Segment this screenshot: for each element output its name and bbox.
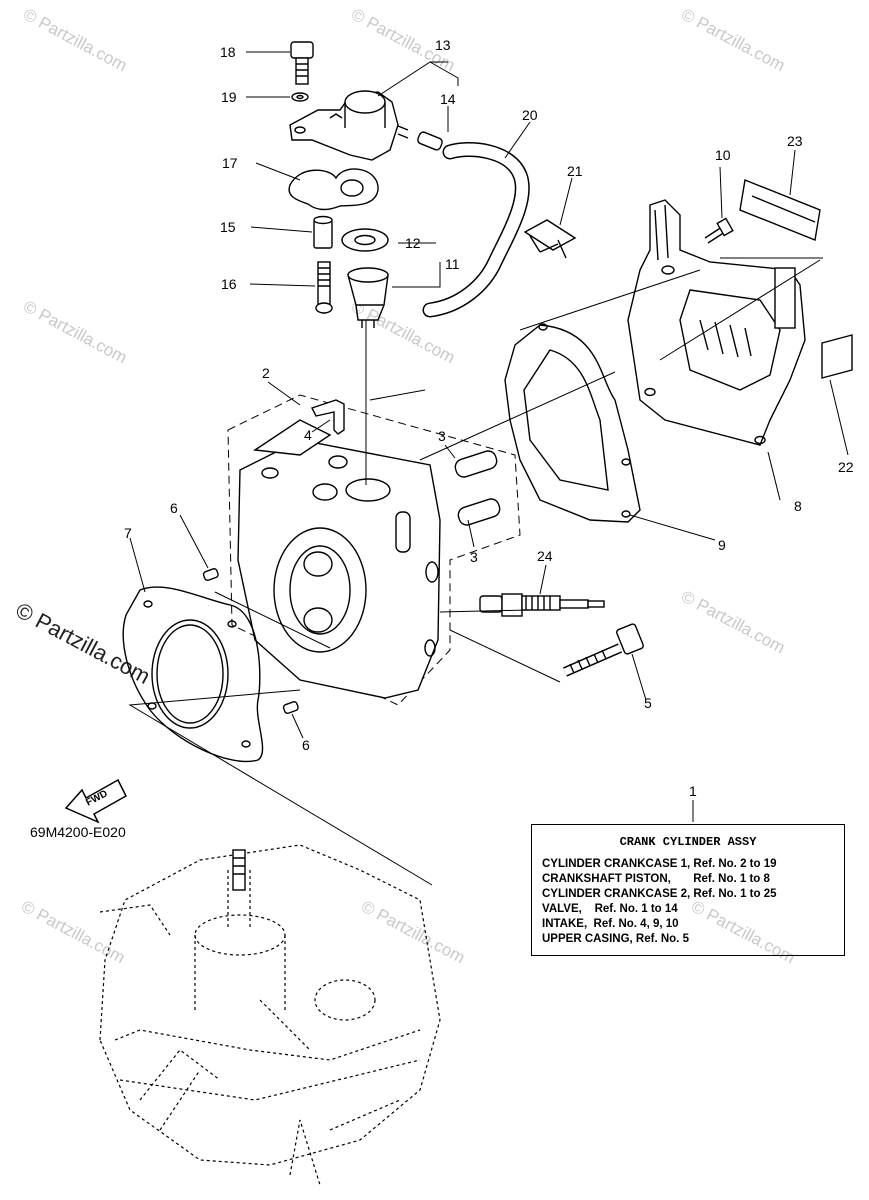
assembly-info-box: CRANK CYLINDER ASSY CYLINDER CRANKCASE 1… [531,824,845,956]
callout-number: 19 [221,89,237,105]
fwd-arrow-icon: FWD [64,778,127,824]
assembly-line: UPPER CASING, Ref. No. 5 [542,933,689,945]
diagram-code: 69M4200-E020 [30,824,126,840]
callout-number: 16 [221,276,237,292]
callout-number: 18 [220,44,236,60]
assembly-line: VALVE, Ref. No. 1 to 14 [542,903,678,915]
callout-number: 3 [438,428,446,444]
callout-number: 11 [445,256,460,272]
assembly-line: CYLINDER CRANKCASE 1, Ref. No. 2 to 19 [542,858,777,870]
watermark: © Partzilla.com [20,297,130,368]
callout-number: 20 [522,107,538,123]
watermark: © Partzilla.com [678,587,788,658]
assembly-line: INTAKE, Ref. No. 4, 9, 10 [542,918,679,930]
callout-number: 5 [644,695,652,711]
crankcase-block [99,844,441,1186]
watermark: © Partzilla.com [12,597,155,689]
watermark: © Partzilla.com [678,5,788,76]
assembly-title: CRANK CYLINDER ASSY [619,835,757,849]
callout-number: 1 [689,783,697,799]
callout-number: 24 [537,548,553,564]
assembly-line: CYLINDER CRANKCASE 2, Ref. No. 1 to 25 [542,888,777,900]
callout-number: 21 [567,163,583,179]
callout-number: 23 [787,133,803,149]
watermark: © Partzilla.com [20,5,130,76]
callout-number: 6 [170,500,178,516]
assembly-line: CRANKSHAFT PISTON, Ref. No. 1 to 8 [542,873,770,885]
thermostat-assembly [288,41,577,328]
callout-number: 8 [794,498,802,514]
callout-number: 22 [838,459,854,475]
callout-number: 17 [222,155,238,171]
cylinder-head-assembly [122,394,644,763]
watermark: © Partzilla.com [18,897,128,968]
callout-number: 10 [715,147,731,163]
watermark: © Partzilla.com [358,897,468,968]
callout-number: 4 [304,427,312,443]
callout-number: 14 [440,91,456,107]
callout-number: 3 [470,549,478,565]
callout-number: 15 [220,219,236,235]
leader-lines [128,51,849,886]
callout-labels: 1 2 3 3 4 5 6 6 7 8 9 10 11 12 13 14 15 … [124,37,854,799]
intake-assembly [504,179,853,523]
callout-number: 7 [124,525,132,541]
callout-number: 9 [718,537,726,553]
callout-number: 2 [262,365,270,381]
callout-number: 12 [405,235,421,251]
callout-number: 13 [435,37,451,53]
callout-number: 6 [302,737,310,753]
crank-stud [232,849,246,891]
